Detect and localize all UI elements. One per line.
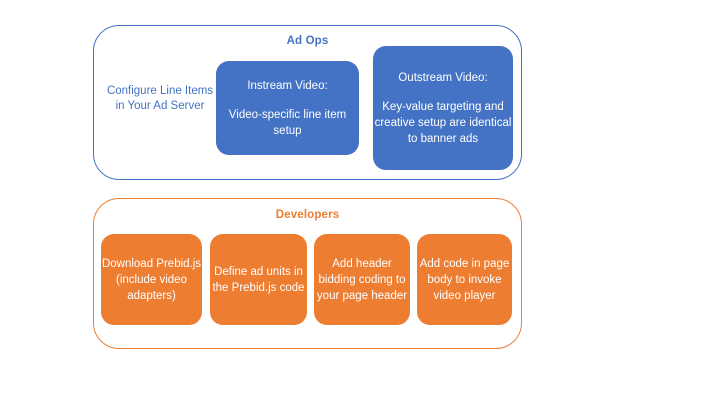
node-instream-video-heading: Instream Video: bbox=[247, 79, 328, 92]
node-instream-video: Instream Video: Video-specific line item… bbox=[216, 61, 359, 155]
node-outstream-video-body: Key-value targeting and creative setup a… bbox=[374, 100, 512, 145]
node-configure-line-items-label: Configure Line Items in Your Ad Server bbox=[106, 84, 214, 113]
node-download-prebid-label: Download Prebid.js (include video adapte… bbox=[101, 257, 202, 302]
node-add-page-body-code: Add code in page body to invoke video pl… bbox=[417, 234, 512, 325]
node-add-header-bidding-code: Add header bidding coding to your page h… bbox=[314, 234, 410, 325]
node-define-ad-units-label: Define ad units in the Prebid.js code bbox=[212, 265, 305, 294]
group-title-ad-ops: Ad Ops bbox=[286, 35, 329, 47]
node-add-header-bidding-code-label: Add header bidding coding to your page h… bbox=[316, 257, 408, 302]
node-add-page-body-code-label: Add code in page body to invoke video pl… bbox=[419, 257, 510, 302]
group-title-developers: Developers bbox=[275, 209, 340, 221]
node-configure-line-items: Configure Line Items in Your Ad Server bbox=[105, 68, 215, 130]
node-outstream-video: Outstream Video: Key-value targeting and… bbox=[373, 46, 513, 170]
node-download-prebid: Download Prebid.js (include video adapte… bbox=[101, 234, 202, 325]
node-outstream-video-heading: Outstream Video: bbox=[398, 71, 488, 84]
node-instream-video-body: Video-specific line item setup bbox=[228, 108, 347, 137]
node-define-ad-units: Define ad units in the Prebid.js code bbox=[210, 234, 307, 325]
